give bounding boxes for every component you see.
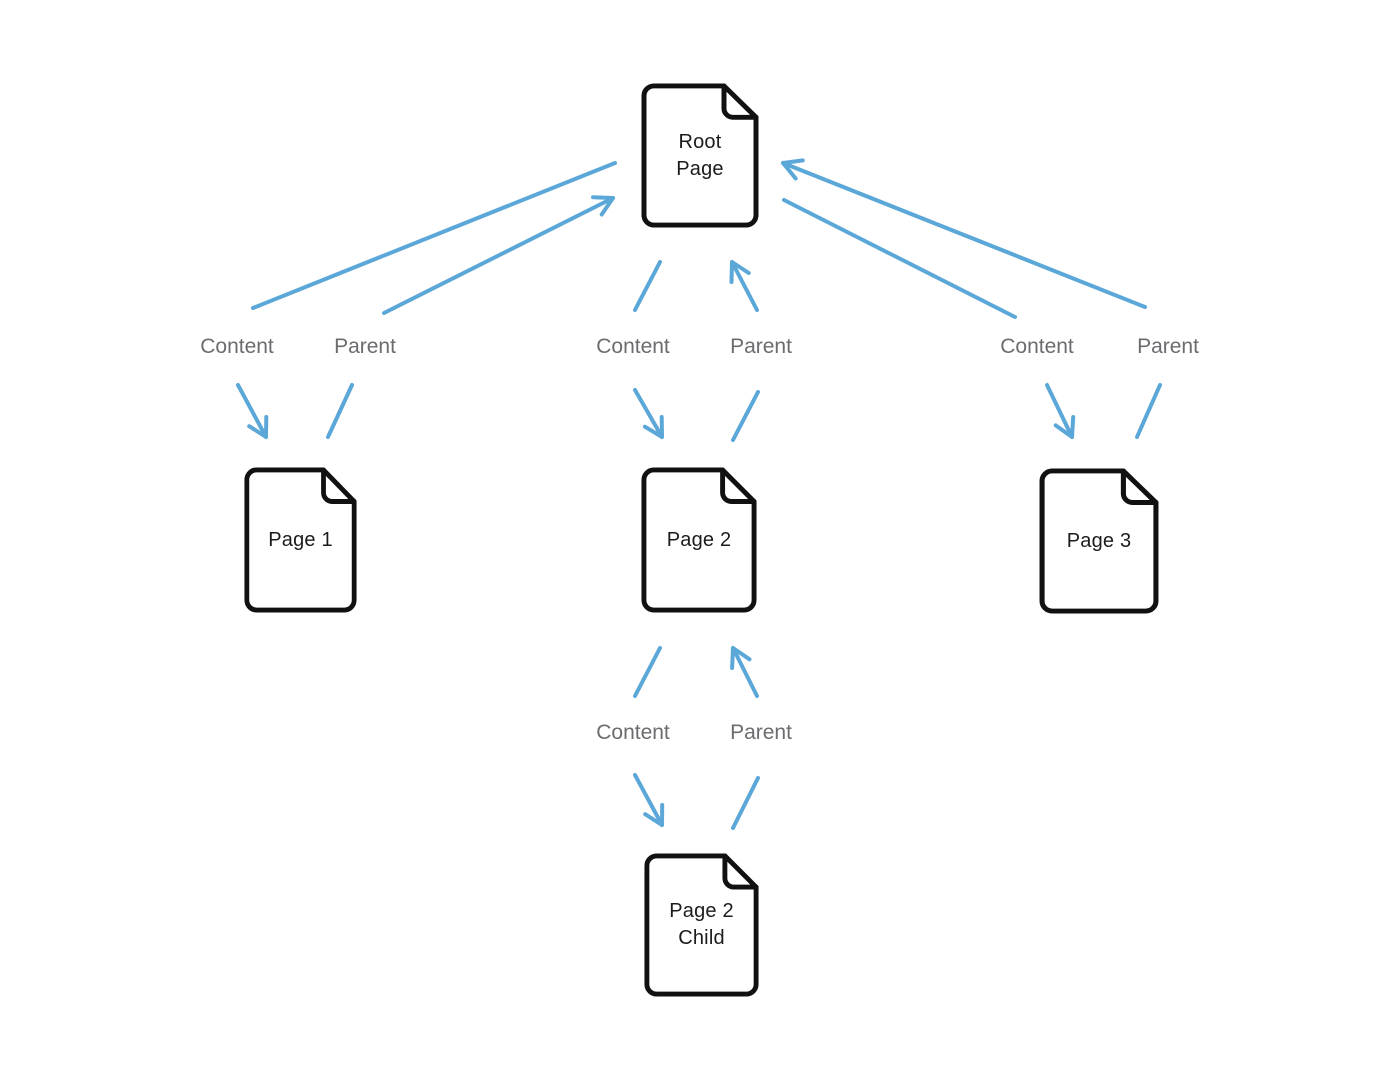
arrowhead-content	[643, 803, 665, 827]
document-icon	[641, 83, 759, 228]
edge-line-parent	[731, 390, 760, 442]
arrowhead-parent	[781, 158, 805, 181]
edge-line-parent	[1135, 383, 1162, 439]
edge-label-parent: Parent	[730, 721, 792, 744]
folded-corner	[1120, 468, 1159, 505]
edge-line-parent	[731, 776, 760, 830]
edge-line-content	[633, 260, 662, 312]
edge-line-content	[633, 388, 664, 439]
node-label-page-2: Page 2	[666, 528, 732, 551]
edge-line-parent	[382, 196, 615, 315]
edge-line-content	[633, 646, 662, 698]
document-outline	[644, 853, 759, 997]
arrowhead-parent	[729, 260, 751, 284]
edge-line-content	[1045, 383, 1074, 439]
edge-line-content	[236, 383, 268, 439]
folded-corner	[720, 467, 757, 504]
arrowhead-parent	[730, 646, 752, 670]
document-outline	[641, 83, 759, 228]
document-outline	[641, 467, 757, 613]
node-root-page: Root Page	[640, 82, 760, 229]
edge-line-content	[633, 773, 664, 827]
node-label-page-1: Page 1	[268, 528, 333, 551]
edge-line-content	[251, 161, 617, 310]
node-page-1: Page 1	[243, 466, 358, 614]
node-label-page-2-child: Page 2 Child	[669, 900, 734, 949]
edge-label-parent: Parent	[334, 335, 396, 358]
node-label-root-page: Root Page	[676, 130, 724, 180]
node-label-page-3: Page 3	[1066, 529, 1132, 552]
document-icon	[1039, 468, 1159, 614]
edge-line-content	[782, 198, 1017, 319]
folded-corner	[321, 467, 357, 504]
folded-corner	[721, 83, 759, 120]
node-page-2: Page 2	[640, 466, 758, 614]
edge-line-parent	[731, 646, 759, 698]
arrowhead-content	[642, 415, 664, 439]
document-outline	[244, 467, 357, 613]
document-outline	[1039, 468, 1159, 614]
edge-line-parent	[730, 260, 759, 312]
edge-label-content: Content	[200, 335, 274, 358]
edge-label-content: Content	[1000, 335, 1074, 358]
folded-corner	[722, 853, 759, 890]
arrowhead-parent	[591, 195, 615, 217]
node-page-3: Page 3	[1038, 467, 1160, 615]
document-icon	[641, 467, 757, 613]
edge-label-parent: Parent	[730, 335, 792, 358]
arrowhead-content	[247, 415, 269, 439]
document-icon	[244, 467, 357, 613]
document-icon	[644, 853, 759, 997]
node-page-2-child: Page 2 Child	[643, 852, 760, 998]
edge-label-parent: Parent	[1137, 335, 1199, 358]
edge-label-content: Content	[596, 335, 670, 358]
arrowhead-content	[1053, 415, 1076, 439]
edge-line-parent	[326, 383, 354, 439]
edge-line-parent	[781, 161, 1147, 309]
edge-label-content: Content	[596, 721, 670, 744]
